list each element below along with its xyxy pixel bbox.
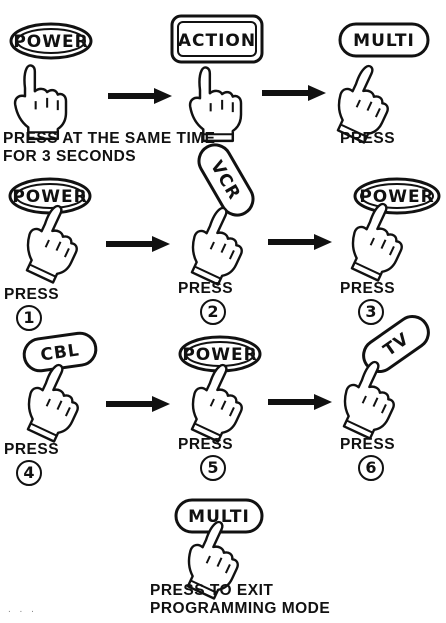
power-button-label: POWER — [182, 345, 257, 365]
power-button-row2-left[interactable]: POWER — [8, 177, 92, 215]
caption-press-step4: PRESS — [4, 441, 60, 458]
caption-press-step5: PRESS — [178, 436, 234, 453]
right-arrow-icon — [268, 394, 332, 410]
hand-pressing-icon — [13, 64, 68, 141]
multi-button-row4[interactable]: MULTI — [174, 498, 264, 534]
action-button[interactable]: ACTION — [170, 14, 264, 64]
power-button-row1[interactable]: POWER — [9, 22, 93, 60]
hand-pressing-icon — [179, 357, 257, 447]
multi-button-label: MULTI — [353, 31, 415, 51]
step-number-5: 5 — [200, 455, 226, 481]
right-arrow-icon — [268, 234, 332, 250]
power-button-label: POWER — [12, 187, 87, 207]
power-button-row3[interactable]: POWER — [178, 335, 262, 373]
right-arrow-icon — [106, 236, 170, 252]
caption-press-step1: PRESS — [4, 286, 60, 303]
step-number-6: 6 — [358, 455, 384, 481]
hand-pressing-icon — [14, 198, 92, 288]
tv-button[interactable]: TV — [357, 310, 434, 378]
power-button-label: POWER — [13, 32, 88, 52]
caption-same-time: PRESS AT THE SAME TIME — [3, 130, 216, 147]
right-arrow-icon — [262, 85, 326, 101]
caption-press-step6: PRESS — [340, 436, 396, 453]
power-button-row2-right[interactable]: POWER — [353, 177, 441, 215]
action-button-label: ACTION — [178, 31, 256, 51]
caption-press-to-exit: PRESS TO EXIT — [150, 582, 274, 599]
multi-button-label: MULTI — [188, 507, 250, 527]
right-arrow-icon — [106, 396, 170, 412]
right-arrow-icon — [108, 88, 172, 104]
caption-press-multi: PRESS — [340, 130, 396, 147]
scan-speck: . . . — [8, 604, 37, 615]
caption-press-step3: PRESS — [340, 280, 396, 297]
cbl-button[interactable]: CBL — [22, 331, 98, 373]
step-number-3: 3 — [358, 299, 384, 325]
caption-three-seconds: FOR 3 SECONDS — [3, 148, 137, 165]
hand-pressing-icon — [15, 357, 93, 447]
hand-pressing-icon — [331, 354, 409, 444]
multi-button-row1[interactable]: MULTI — [338, 22, 430, 58]
power-button-label: POWER — [359, 187, 434, 207]
step-number-1: 1 — [16, 305, 42, 331]
caption-press-step2: PRESS — [178, 280, 234, 297]
step-number-4: 4 — [16, 460, 42, 486]
caption-programming-mode: PROGRAMMING MODE — [150, 600, 331, 617]
step-number-2: 2 — [200, 299, 226, 325]
